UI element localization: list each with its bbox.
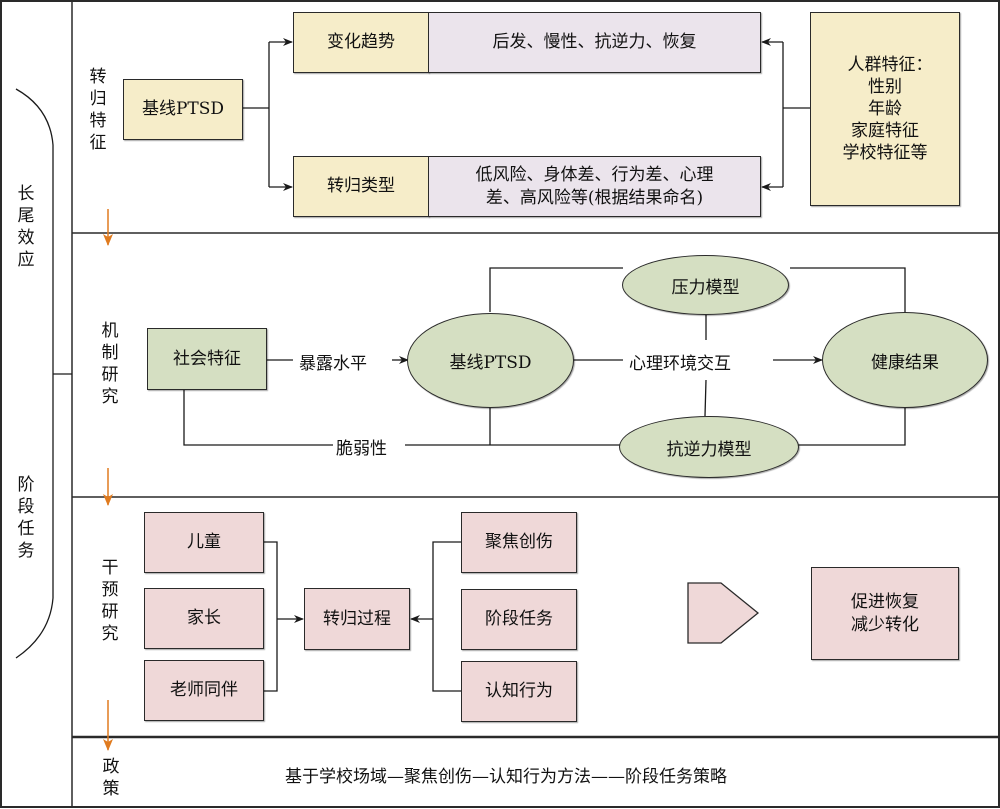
transition-process-text: 转归过程: [323, 608, 391, 629]
trend-label-box: 变化趋势: [293, 12, 429, 73]
method-box-trauma-focused: 聚焦创伤: [461, 512, 577, 573]
subject-text: 老师同伴: [170, 680, 238, 701]
population-item: 家庭特征: [851, 121, 919, 142]
exposure-level-text: 暴露水平: [299, 354, 367, 374]
type-label-text: 转归类型: [327, 176, 395, 197]
intervention-section-label: 干 预 研 究: [101, 558, 119, 644]
stress-model-text: 压力模型: [671, 277, 740, 298]
population-features-box: 人群特征： 性别 年龄 家庭特征 学校特征等: [810, 12, 960, 206]
population-item: 性别: [868, 76, 902, 97]
policy-text: 基于学校场域—聚焦创伤—认知行为方法——阶段任务策略: [285, 767, 727, 787]
subject-text: 儿童: [187, 532, 221, 553]
type-label-box: 转归类型: [293, 156, 429, 217]
baseline-ptsd-text: 基线PTSD: [141, 99, 225, 120]
subject-box-children: 儿童: [144, 512, 264, 573]
health-outcome-text: 健康结果: [871, 352, 939, 373]
subject-text: 家长: [187, 608, 221, 629]
baseline-ptsd-ellipse-text: 基线PTSD: [449, 353, 532, 373]
method-text: 认知行为: [485, 681, 553, 702]
subject-box-teachers-peers: 老师同伴: [144, 660, 264, 721]
transition-section-label: 转 归 特 征: [89, 67, 107, 153]
population-item: 年龄: [868, 98, 902, 119]
stress-model-ellipse: 压力模型: [622, 255, 789, 315]
health-outcome-ellipse: 健康结果: [822, 312, 988, 408]
type-values-box: 低风险、身体差、行为差、心理差、高风险等(根据结果命名): [428, 156, 761, 217]
goal-line-1: 促进恢复: [851, 592, 919, 613]
trend-values-box: 后发、慢性、抗逆力、恢复: [428, 12, 761, 73]
social-features-text: 社会特征: [173, 348, 241, 369]
long-tail-effect-label: 长 尾 效 应: [17, 184, 35, 270]
vulnerability-text: 脆弱性: [336, 434, 387, 459]
social-features-box: 社会特征: [147, 328, 267, 390]
population-item: 学校特征等: [842, 143, 928, 164]
subject-box-parents: 家长: [144, 588, 264, 649]
baseline-ptsd-box: 基线PTSD: [123, 79, 243, 140]
transition-process-box: 转归过程: [304, 588, 410, 650]
interaction-text: 心理环境交互: [629, 354, 731, 374]
stage-task-label: 阶 段 任 务: [17, 475, 35, 561]
resilience-model-ellipse: 抗逆力模型: [619, 416, 799, 478]
trend-values-text: 后发、慢性、抗逆力、恢复: [492, 32, 697, 53]
method-text: 阶段任务: [485, 609, 553, 630]
method-box-cognitive-behavioral: 认知行为: [461, 661, 577, 722]
resilience-model-text: 抗逆力模型: [666, 439, 752, 460]
goal-line-2: 减少转化: [851, 614, 919, 635]
method-box-stage-task: 阶段任务: [461, 589, 577, 650]
policy-section-label: 政 策: [102, 757, 120, 799]
left-bracket: [15, 88, 54, 659]
trend-label-text: 变化趋势: [327, 32, 395, 53]
method-text: 聚焦创伤: [485, 532, 553, 553]
goal-arrow-shape: [687, 582, 760, 644]
goal-box: 促进恢复 减少转化: [811, 567, 959, 660]
baseline-ptsd-ellipse: 基线PTSD: [407, 313, 574, 408]
population-title: 人群特征：: [847, 54, 933, 75]
type-values-text: 低风险、身体差、行为差、心理差、高风险等(根据结果命名): [475, 165, 714, 208]
mechanism-section-label: 机 制 研 究: [101, 321, 119, 407]
